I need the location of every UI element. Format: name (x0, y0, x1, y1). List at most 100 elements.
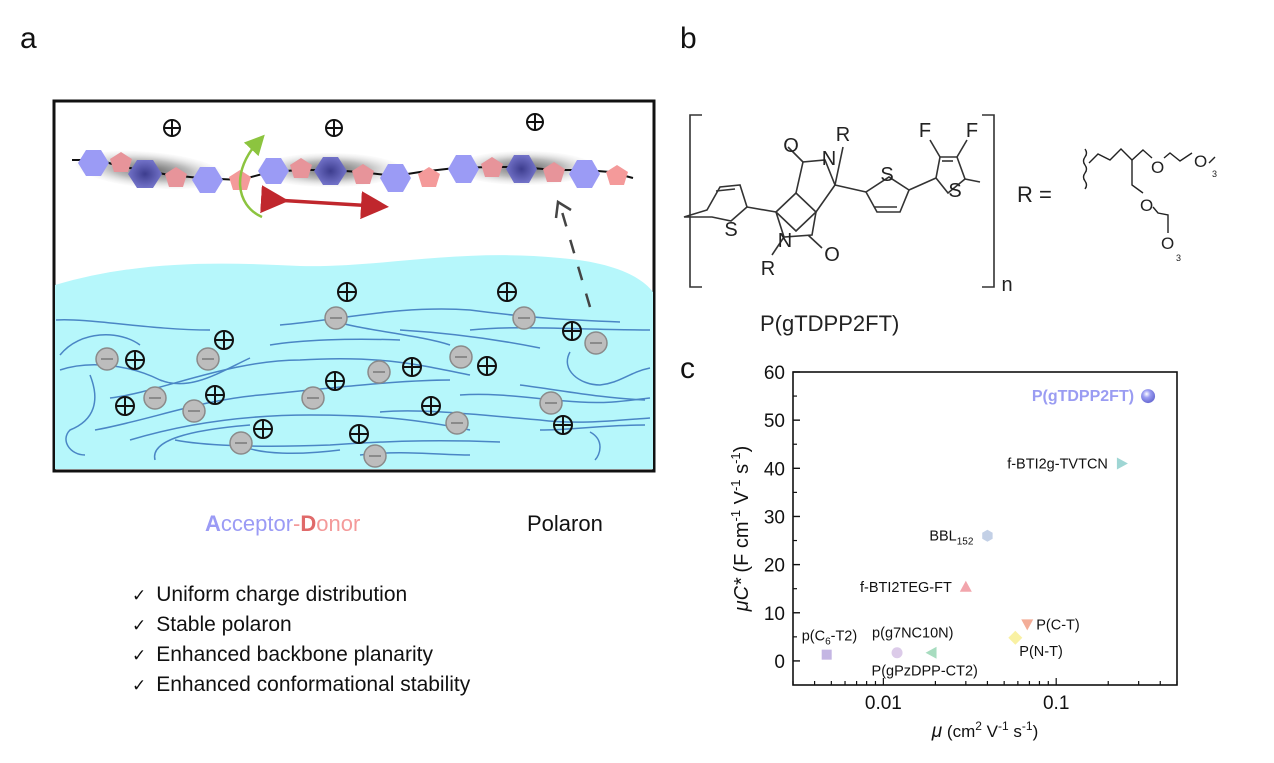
x-tick-label: 0.01 (865, 693, 902, 714)
cation (402, 357, 422, 377)
repeat-unit-n: n (1001, 274, 1012, 296)
checklist-item: ✓ Enhanced backbone planarity (132, 640, 470, 670)
cation (205, 385, 225, 405)
donor-initial: D (300, 511, 317, 536)
data-label: f-BTI2TEG-FT (860, 580, 952, 596)
y-tick-label: 0 (774, 652, 785, 673)
cation (214, 330, 234, 350)
checklist-text: Stable polaron (156, 613, 292, 636)
donor-unit (418, 167, 440, 187)
cation (497, 282, 517, 302)
marker-sphere (1141, 389, 1156, 404)
cation (562, 321, 582, 341)
checklist-text: Enhanced conformational stability (156, 673, 471, 696)
acceptor-unit (314, 157, 347, 185)
anion (363, 444, 387, 468)
cation (526, 113, 544, 131)
y-tick-label: 30 (764, 507, 785, 528)
check-icon: ✓ (132, 616, 147, 635)
cation (553, 415, 573, 435)
data-label: BBL152 (929, 529, 974, 548)
cation (325, 371, 345, 391)
atom-label: S (948, 180, 961, 202)
checklist-item: ✓ Enhanced conformational stability (132, 670, 470, 700)
checklist-text: Uniform charge distribution (156, 583, 408, 606)
acceptor-initial: A (205, 511, 221, 536)
legend-dash: - (293, 511, 301, 536)
checklist-text: Enhanced backbone planarity (156, 643, 433, 666)
marker-triangle-left (925, 646, 937, 659)
acceptor-unit (78, 150, 109, 176)
atom-label: F (966, 120, 978, 142)
atom-label: F (919, 120, 931, 142)
check-icon: ✓ (132, 676, 147, 695)
acceptor-unit (258, 158, 289, 184)
anion (182, 399, 206, 423)
atom-label: N (822, 148, 836, 170)
donor-unit (352, 164, 374, 184)
polymer-units (78, 150, 628, 193)
data-point-p-gpzdpp-ct2: P(gPzDPP-CT2) (872, 646, 978, 680)
data-label: p(C6-T2) (802, 629, 858, 648)
plot-frame (792, 371, 1178, 686)
y-tick-label: 60 (764, 363, 785, 384)
atom-label: O (1140, 196, 1153, 215)
data-label: P(C-T) (1036, 617, 1080, 633)
panel-letter-a: a (20, 22, 37, 55)
check-icon: ✓ (132, 646, 147, 665)
marker-diamond (1008, 630, 1023, 645)
data-label: P(gTDPP2FT) (1032, 388, 1134, 405)
atom-label: R (836, 124, 850, 146)
anion (143, 386, 167, 410)
polymer-name: P(gTDPP2FT) (760, 311, 899, 336)
atom-label: R (761, 258, 775, 280)
data-point-p-c6-t2: p(C6-T2) (802, 629, 858, 660)
marker-hexagon (982, 529, 993, 542)
atom-label: O (783, 135, 799, 157)
y-tick-label: 20 (764, 556, 785, 577)
cation (115, 396, 135, 416)
acceptor-unit (128, 160, 162, 188)
data-label: p(g7NC10N) (872, 626, 953, 642)
y-axis-label: μC* (F cm-1 V-1 s-1) (728, 446, 753, 613)
acceptor-unit (192, 167, 223, 193)
feature-checklist: ✓Uniform charge distribution ✓Stable pol… (132, 580, 470, 700)
atom-label: N (778, 230, 792, 252)
anion (584, 331, 608, 355)
atom-label: O (824, 244, 840, 266)
repeat-subscript: 3 (1212, 169, 1217, 179)
anion (229, 431, 253, 455)
x-tick-label: 0.1 (1043, 693, 1069, 714)
checklist-item: ✓ Stable polaron (132, 610, 470, 640)
y-tick-label: 50 (764, 411, 785, 432)
marker-triangle-down (1021, 619, 1034, 631)
data-point-p-c-t: P(C-T) (1021, 617, 1080, 633)
acceptor-unit (569, 160, 600, 188)
data-label: P(N-T) (1019, 644, 1063, 660)
torsion-arrow (238, 134, 265, 219)
donor-label: onor (316, 511, 361, 536)
marker-triangle-up (959, 580, 972, 592)
y-tick-label: 40 (764, 459, 785, 480)
data-point-f-bti2g-tvtcn: f-BTI2g-TVTCN (1007, 456, 1128, 472)
x-axis-label: μ (cm2 V-1 s-1) (931, 719, 1038, 742)
r-equals-label: R = (1017, 182, 1052, 207)
checklist-item: ✓Uniform charge distribution (132, 580, 470, 610)
anion (449, 345, 473, 369)
donor-unit (481, 157, 503, 177)
anion (301, 386, 325, 410)
atom-label: S (880, 164, 893, 186)
atom-label: O (1161, 234, 1174, 253)
left-bracket (689, 114, 702, 288)
panel-letter-b: b (680, 22, 697, 55)
cation (253, 419, 273, 439)
cation (421, 396, 441, 416)
data-label: P(gPzDPP-CT2) (872, 664, 978, 680)
donor-unit (110, 152, 132, 172)
chemical-structure: O N R S N O R S S F F n R = O O O O 3 3 … (683, 114, 1217, 336)
hydrated-chains (55, 308, 651, 461)
data-point-p-gtdpp2ft: P(gTDPP2FT) (1032, 388, 1156, 405)
atom-label: O (1151, 158, 1164, 177)
